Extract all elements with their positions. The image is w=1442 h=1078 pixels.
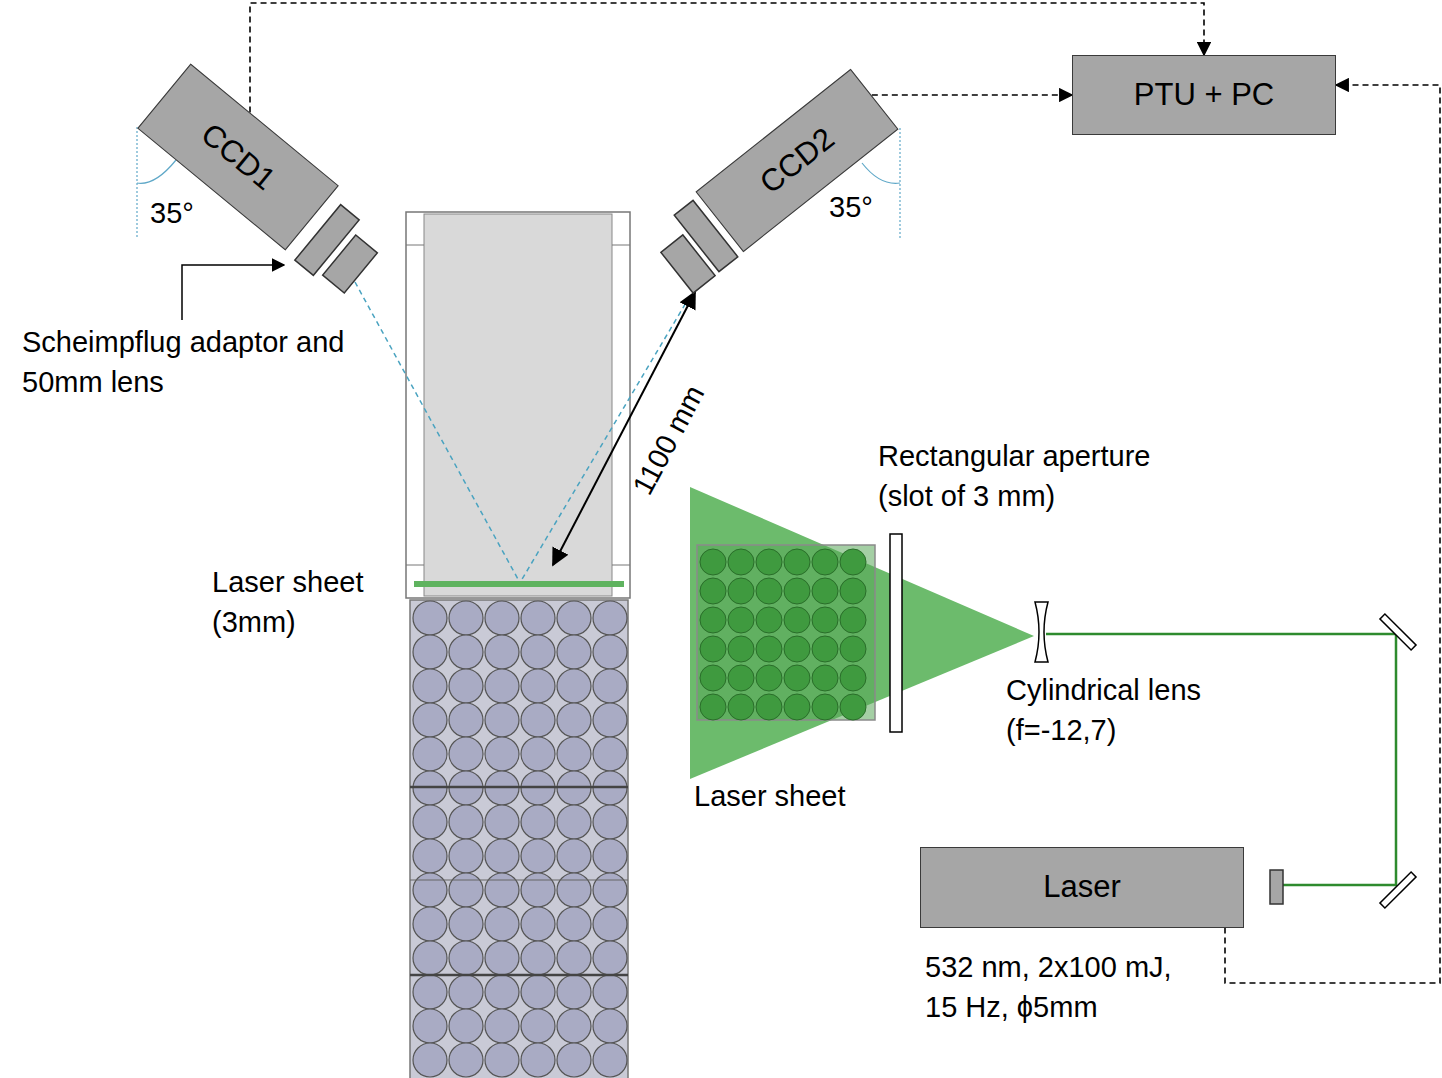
scheimpflug-lens [295, 200, 738, 293]
node-label: Laser [1043, 869, 1121, 905]
node-label: CCD1 [194, 116, 282, 197]
spec-label: 532 nm, 2x100 mJ, 15 Hz, ϕ5mm [925, 947, 1203, 1027]
dimension-label: 1100 mm [622, 378, 713, 502]
signal-line [872, 94, 1072, 96]
part-label: Cylindrical lens (f=-12,7) [1006, 670, 1256, 750]
laser-sheet [414, 581, 624, 587]
view-line [355, 282, 690, 581]
camera-box: CCD2 [696, 68, 899, 251]
cylindrical-lens [1035, 602, 1048, 662]
leader-line [182, 265, 284, 320]
controller-box: PTU + PC [1072, 55, 1336, 135]
angle-label: 35° [150, 193, 210, 233]
aperture [890, 534, 902, 732]
laser-box: Laser [920, 847, 1244, 928]
part-label: Laser sheet [694, 776, 894, 816]
node-label: PTU + PC [1134, 77, 1274, 113]
signal-line [250, 3, 1204, 112]
node-label: CCD2 [753, 120, 842, 201]
bead-block [697, 545, 875, 720]
part-label: Laser sheet (3mm) [212, 562, 392, 642]
part-label: Rectangular aperture (slot of 3 mm) [878, 436, 1198, 516]
laser-aperture [1270, 870, 1283, 904]
column [406, 212, 630, 1078]
angle-label: 35° [829, 187, 889, 227]
mirror [1380, 614, 1416, 908]
callout-text: Scheimpflug adaptor and 50mm lens [22, 322, 352, 402]
signal-line [1225, 85, 1440, 983]
laser-sheet-fan [690, 487, 1034, 779]
